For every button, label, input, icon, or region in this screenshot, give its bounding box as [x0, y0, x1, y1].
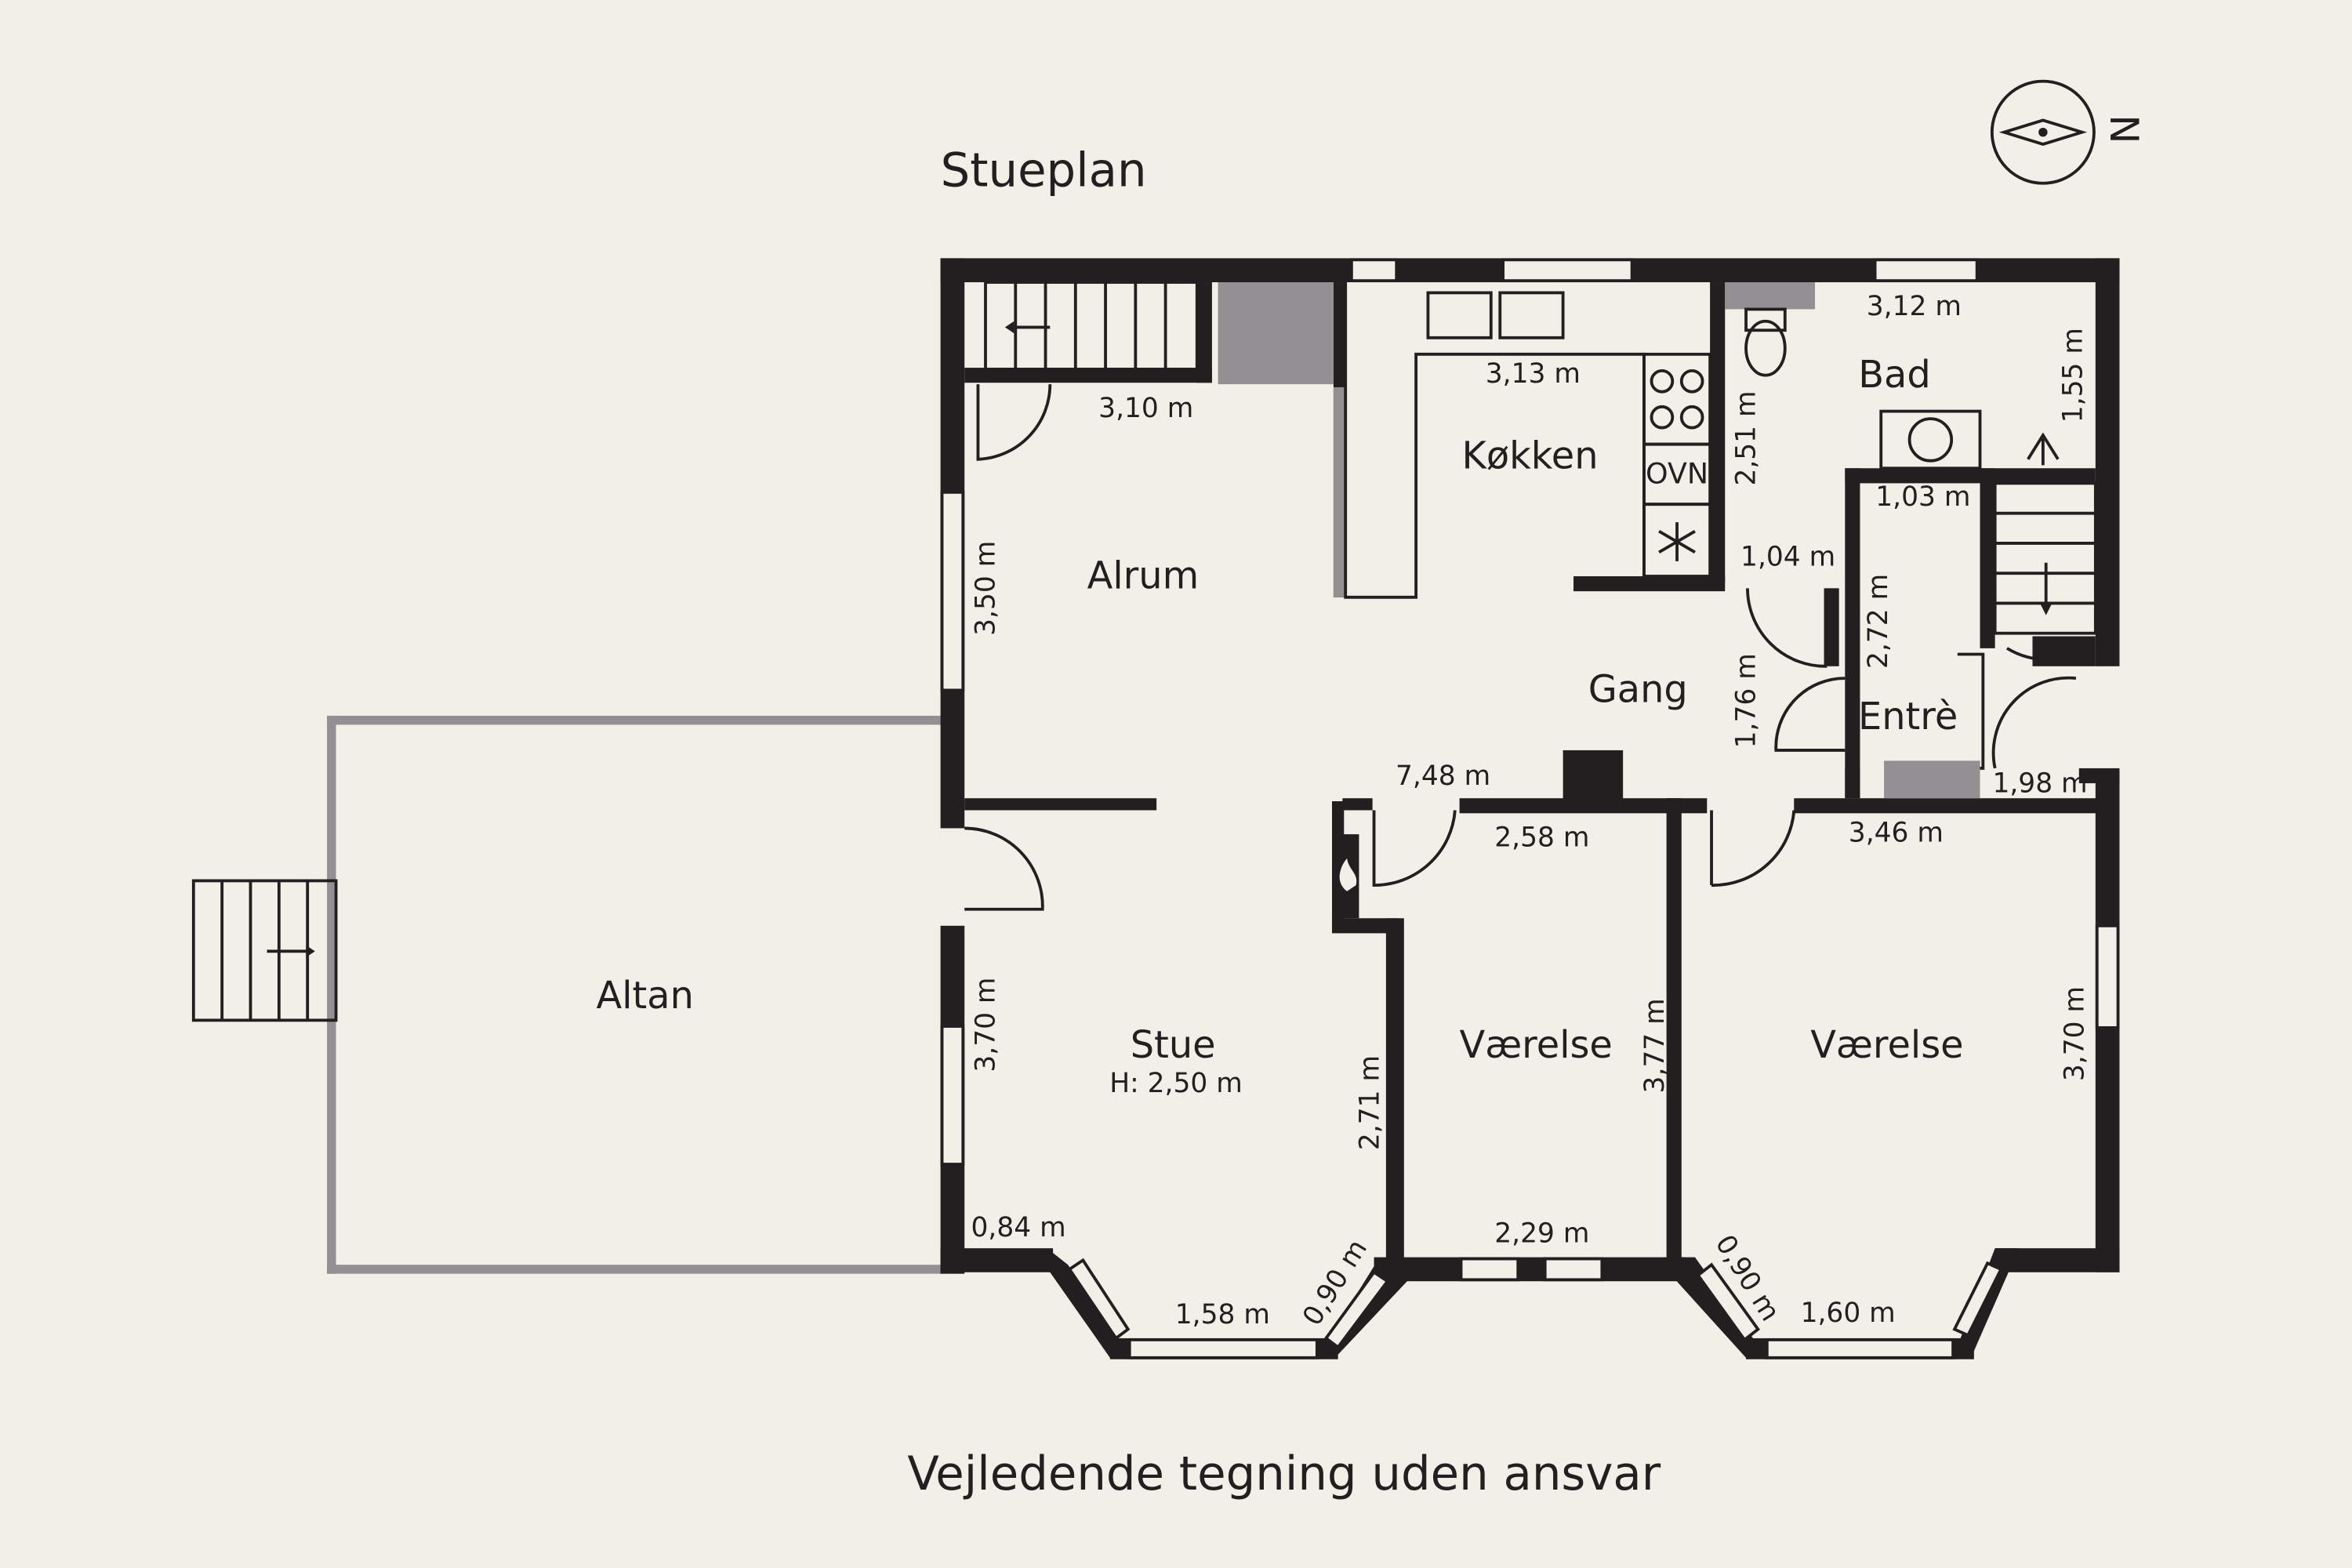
dim-stue-bay: 1,58 m [1175, 1299, 1270, 1330]
dim-vaerelse2-right: 3,70 m [2060, 986, 2091, 1081]
compass-north-label: N [2103, 114, 2148, 143]
ovn-label: OVN [1646, 456, 1708, 490]
dim-stue-bottom-left: 0,84 m [971, 1212, 1066, 1243]
dim-stue-right: 2,71 m [1354, 1055, 1385, 1150]
dim-vaerelse1-top: 2,58 m [1494, 822, 1589, 853]
altan-steps [191, 879, 338, 1022]
plan-title: Stueplan [941, 143, 1147, 198]
dim-vaerelse2-top: 3,46 m [1849, 818, 1944, 849]
kitchen-counter [1344, 282, 1712, 599]
dim-kokken-width: 3,13 m [1486, 358, 1581, 390]
dim-entre-bottom: 1,98 m [1992, 768, 2087, 800]
room-label-kokken: Køkken [1461, 434, 1598, 477]
dim-alrum-width: 3,10 m [1098, 393, 1193, 424]
altan-balcony-outline [327, 715, 942, 1274]
room-label-vaerelse-2: Værelse [1810, 1024, 1963, 1067]
interior-walls [964, 282, 2120, 1272]
bathroom-fixtures [1725, 282, 2060, 470]
dim-vaerelse1-bottom: 2,29 m [1494, 1218, 1589, 1250]
dim-vaerelse2-bay: 1,60 m [1801, 1298, 1896, 1329]
room-label-bad: Bad [1858, 354, 1930, 397]
dim-entre-height: 2,72 m [1863, 574, 1894, 669]
disclaimer-footer: Vejledende tegning uden ansvar [907, 1446, 1661, 1501]
doors [964, 384, 2094, 911]
room-height-stue: H: 2,50 m [1109, 1068, 1243, 1099]
dim-bad-left: 2,51 m [1731, 390, 1762, 485]
entre-staircase [1993, 481, 2097, 635]
dim-bad-right: 1,55 m [2058, 328, 2089, 423]
room-label-altan: Altan [597, 975, 694, 1018]
room-label-stue: Stue [1131, 1024, 1216, 1067]
dim-total-width: 7,48 m [1396, 760, 1490, 792]
dim-stue-left: 3,70 m [970, 978, 1001, 1073]
room-label-vaerelse-1: Værelse [1460, 1024, 1613, 1067]
dim-gang-door: 1,04 m [1740, 542, 1835, 573]
entre-storage-block [1884, 760, 1980, 799]
room-label-gang: Gang [1588, 669, 1688, 712]
room-label-alrum: Alrum [1087, 554, 1200, 597]
snowflake-icon [1658, 522, 1696, 561]
windows [940, 258, 2120, 1359]
dim-entre-width: 1,03 m [1875, 481, 1970, 513]
room-label-entre: Entrè [1858, 695, 1958, 739]
dim-bad-width: 3,12 m [1867, 291, 1962, 322]
dim-vaerelse1-right: 3,77 m [1639, 998, 1671, 1093]
dim-gang-height: 1,76 m [1731, 653, 1762, 748]
dim-alrum-height: 3,50 m [970, 541, 1001, 636]
storage-block [1218, 282, 1334, 385]
fireplace-icon [1334, 834, 1359, 919]
compass-icon [1990, 79, 2096, 185]
alrum-staircase [984, 281, 1199, 371]
